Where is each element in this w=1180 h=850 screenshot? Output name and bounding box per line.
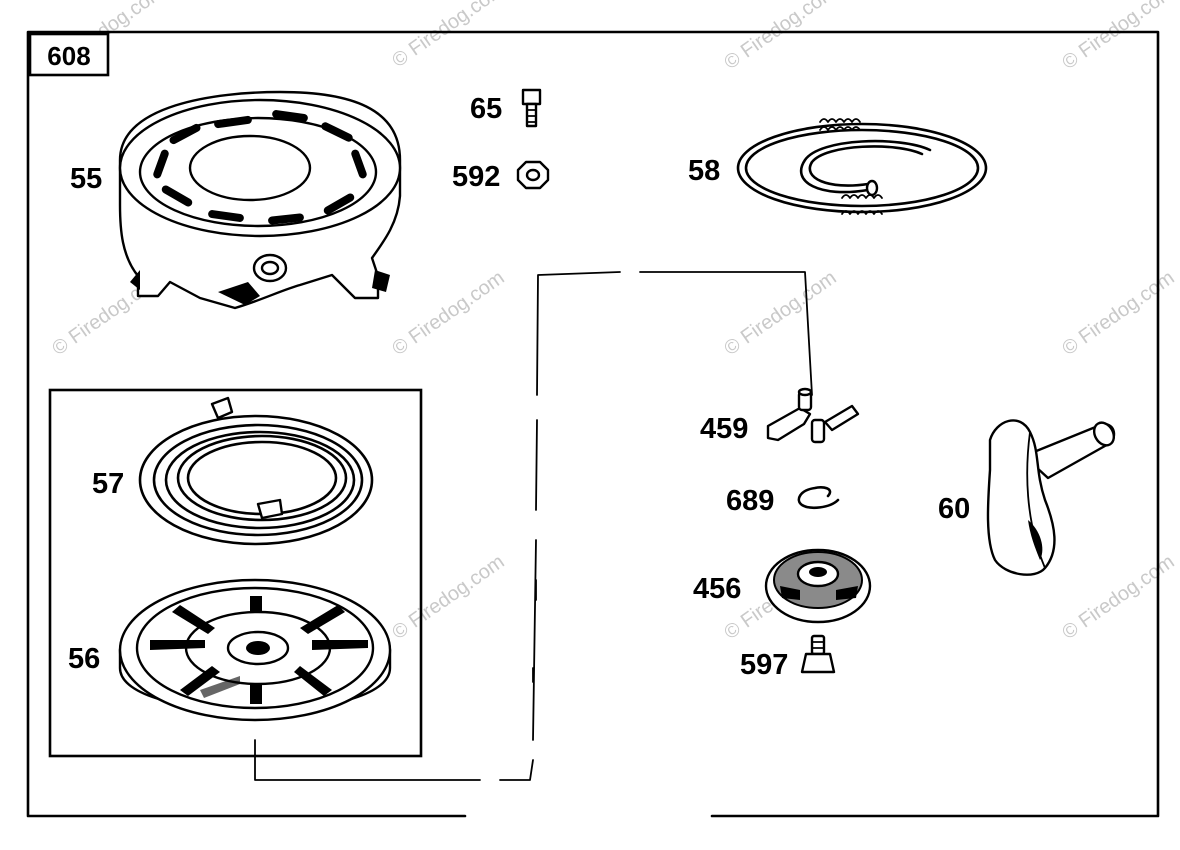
watermark: © Firedog.com <box>720 267 840 360</box>
box-number-badge: 608 <box>28 32 110 77</box>
watermark: © Firedog.com <box>1058 551 1178 644</box>
part-55-blower-housing <box>118 90 402 310</box>
part-57-spring <box>138 396 374 546</box>
outer-frame <box>26 30 1160 818</box>
part-58-rope <box>736 118 988 215</box>
callout-58: 58 <box>688 155 720 187</box>
callout-57: 57 <box>92 468 124 500</box>
watermark: © Firedog.com <box>720 0 840 74</box>
connector-lines <box>254 271 813 781</box>
watermark: © Firedog.com <box>388 0 508 72</box>
part-597-screw <box>800 634 836 674</box>
callout-597: 597 <box>740 649 788 681</box>
part-56-pulley <box>118 578 392 722</box>
part-65-bolt <box>521 88 542 128</box>
part-592-nut <box>516 160 550 190</box>
kit-box <box>48 388 423 758</box>
part-60-handle <box>986 419 1116 576</box>
callout-456: 456 <box>693 573 741 605</box>
watermark: © Firedog.com <box>1058 267 1178 360</box>
part-459-pawl <box>766 387 860 444</box>
callout-592: 592 <box>452 161 500 193</box>
callout-60: 60 <box>938 493 970 525</box>
callout-689: 689 <box>726 485 774 517</box>
callout-65: 65 <box>470 93 502 125</box>
callout-labels: 55 65 592 58 57 56 459 689 60 456 597 <box>68 93 970 681</box>
watermark: © Firedog.com <box>388 267 508 360</box>
part-689-retainer-ring <box>797 485 840 510</box>
box-number: 608 <box>47 41 90 71</box>
callout-459: 459 <box>700 413 748 445</box>
part-456-retainer <box>764 548 872 624</box>
callout-55: 55 <box>70 163 102 195</box>
watermark: © Firedog.com <box>388 551 508 644</box>
callout-56: 56 <box>68 643 100 675</box>
watermark: © Firedog.com <box>1058 0 1178 74</box>
